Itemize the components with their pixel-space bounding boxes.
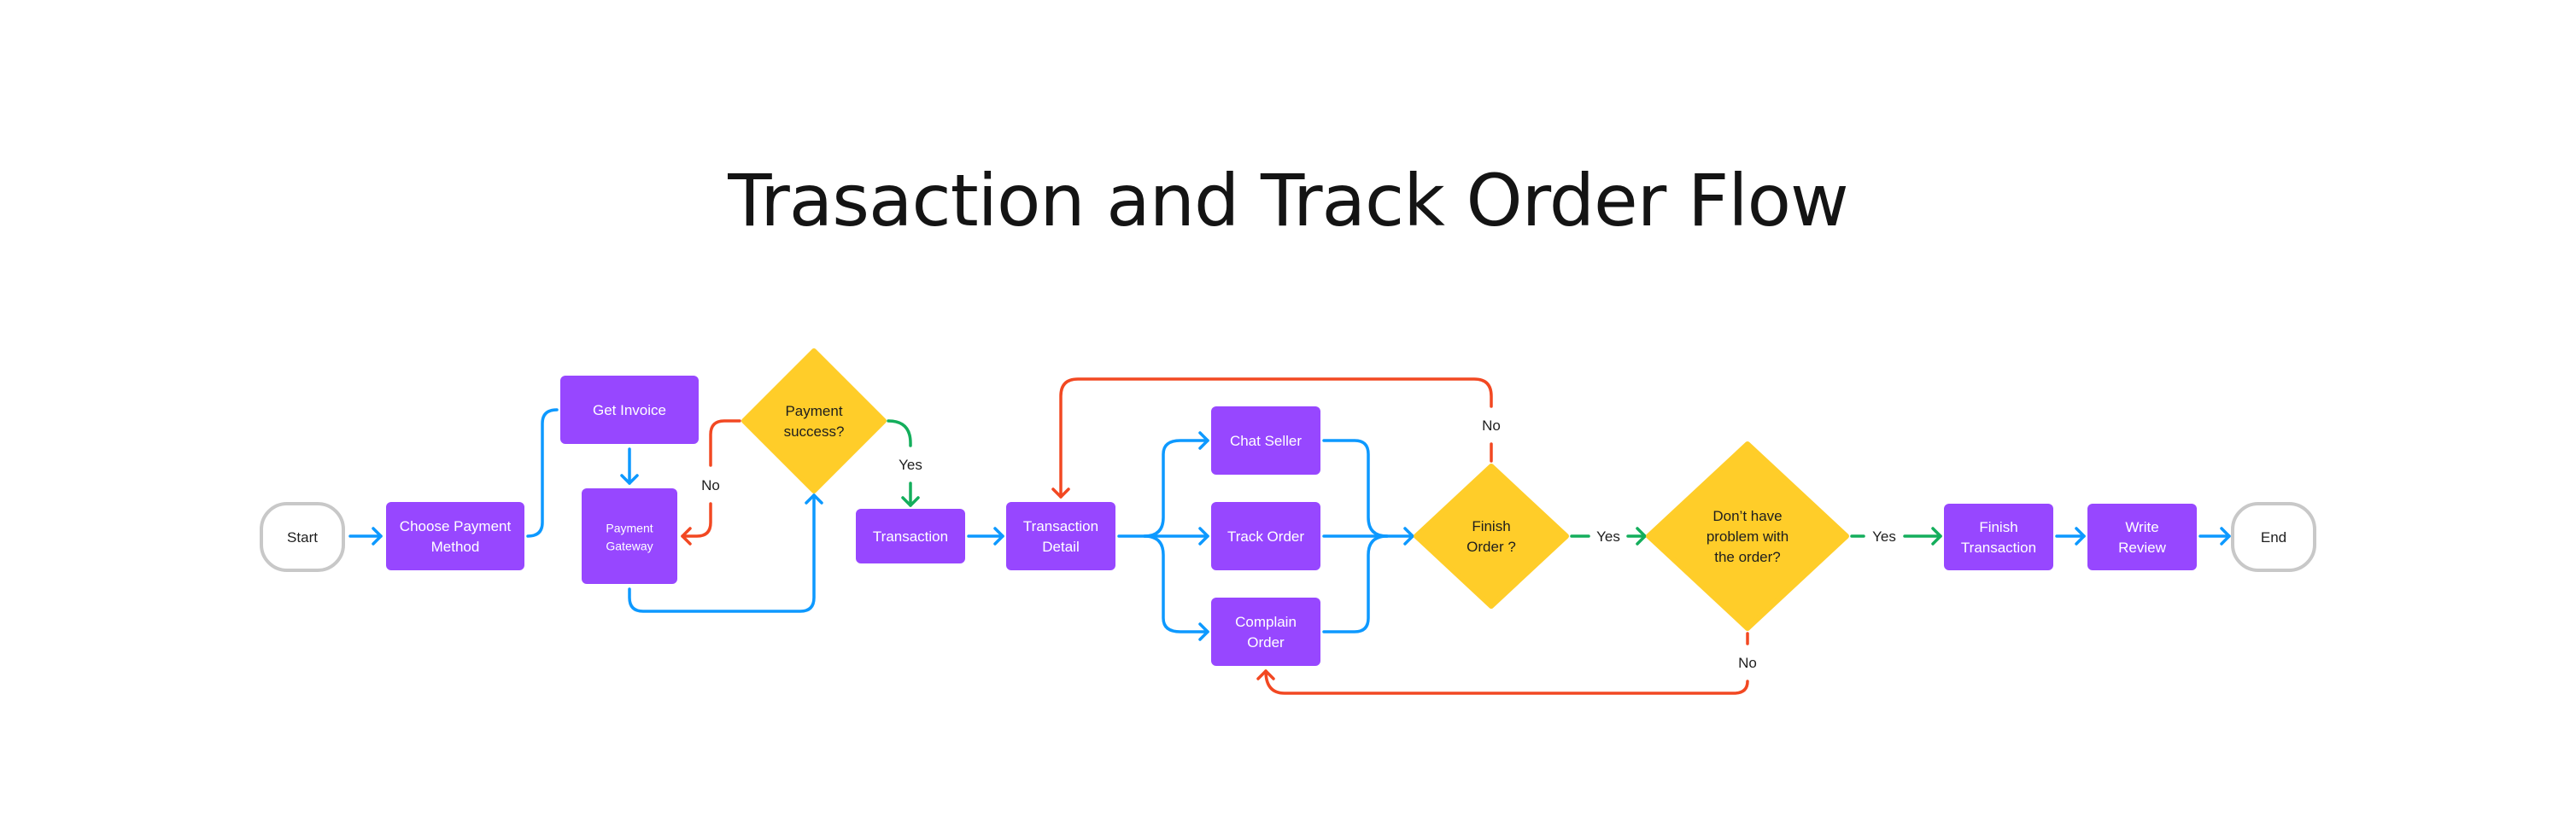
edge-detail-chat (1143, 439, 1209, 538)
page-title: Trasaction and Track Order Flow (727, 159, 1847, 242)
edge-chat-finish (1322, 439, 1389, 538)
edge-label-no: No (701, 477, 720, 493)
node-track-order[interactable]: Track Order (1211, 502, 1320, 570)
edge-label-no: No (1482, 417, 1501, 434)
process-box (386, 502, 524, 570)
node-label: Write (2125, 519, 2158, 535)
edge-choose-invoice (526, 408, 559, 538)
arrowhead-icon (1931, 527, 1942, 546)
arrowhead-icon (2220, 527, 2231, 546)
arrowhead-icon (1636, 527, 1647, 546)
edge-success-yes (887, 419, 912, 447)
edge-label-yes: Yes (899, 457, 922, 473)
arrowhead-icon (2075, 527, 2086, 546)
node-label: Payment (606, 522, 653, 535)
edge-no-detail (1059, 377, 1493, 499)
edge-no-complain (1264, 669, 1749, 695)
arrowhead-icon (993, 527, 1004, 546)
node-chat-seller[interactable]: Chat Seller (1211, 406, 1320, 475)
terminal-oval (2231, 502, 2316, 572)
arrowhead-icon (1256, 669, 1275, 680)
node-label: End (2261, 529, 2286, 546)
node-label: Payment (785, 403, 842, 419)
edge-label-no: No (1738, 655, 1757, 671)
arrowhead-icon (1403, 527, 1414, 546)
connectors (348, 377, 2231, 695)
arrowhead-icon (1198, 622, 1209, 641)
edge-detail-complain (1143, 534, 1209, 633)
arrowhead-icon (805, 493, 823, 505)
edge-label-yes: Yes (1872, 528, 1896, 545)
node-label: Transaction (1023, 518, 1098, 534)
node-label: the order? (1714, 549, 1781, 565)
edge-label-yes: Yes (1596, 528, 1620, 545)
arrowhead-icon (372, 527, 383, 546)
arrowhead-icon (1051, 487, 1070, 499)
process-box (1211, 406, 1320, 475)
arrowhead-icon (620, 474, 639, 485)
node-end[interactable]: End (2231, 502, 2316, 572)
node-label: Finish (1472, 518, 1510, 534)
node-label: Order ? (1467, 539, 1516, 555)
node-label: Detail (1042, 539, 1079, 555)
process-box (1211, 502, 1320, 570)
node-label: Get Invoice (593, 402, 666, 418)
process-box (1006, 502, 1115, 570)
decision-diamond (1646, 441, 1849, 631)
node-label: Transaction (873, 528, 948, 545)
node-label: Gateway (606, 540, 653, 553)
process-box (856, 509, 965, 563)
edge-success-no (709, 419, 741, 467)
node-transaction[interactable]: Transaction (856, 509, 965, 563)
process-box (1944, 504, 2053, 570)
node-label: Method (431, 539, 480, 555)
node-label: Start (287, 529, 318, 546)
node-label: Chat Seller (1230, 433, 1302, 449)
node-payment-success[interactable]: Payment success? (741, 348, 887, 493)
node-label: problem with (1707, 528, 1789, 545)
node-label: Review (2118, 540, 2166, 556)
node-label: success? (784, 423, 845, 440)
node-label: Complain (1235, 614, 1297, 630)
node-start[interactable]: Start (260, 502, 345, 572)
process-box (582, 488, 677, 584)
process-box (1211, 598, 1320, 666)
edge-gateway-success (628, 493, 816, 613)
arrowhead-icon (681, 527, 692, 546)
node-label: Choose Payment (400, 518, 512, 534)
node-label: Don’t have (1712, 508, 1782, 524)
node-no-problem[interactable]: Don’t have problem with the order? (1646, 441, 1849, 631)
process-box (2087, 504, 2197, 570)
edge-complain-finish (1322, 534, 1389, 633)
node-label: Transaction (1961, 540, 2036, 556)
arrowhead-icon (901, 496, 920, 507)
node-label: Track Order (1227, 528, 1304, 545)
edge-no-gateway (681, 502, 712, 538)
node-label: Order (1247, 634, 1285, 651)
node-get-invoice[interactable]: Get Invoice (560, 376, 699, 444)
decision-diamond (1414, 464, 1569, 609)
node-label: Finish (1979, 519, 2017, 535)
process-box (560, 376, 699, 444)
arrowhead-icon (1198, 431, 1209, 450)
arrowhead-icon (1198, 527, 1209, 546)
decision-diamond (741, 348, 887, 493)
terminal-oval (260, 502, 345, 572)
